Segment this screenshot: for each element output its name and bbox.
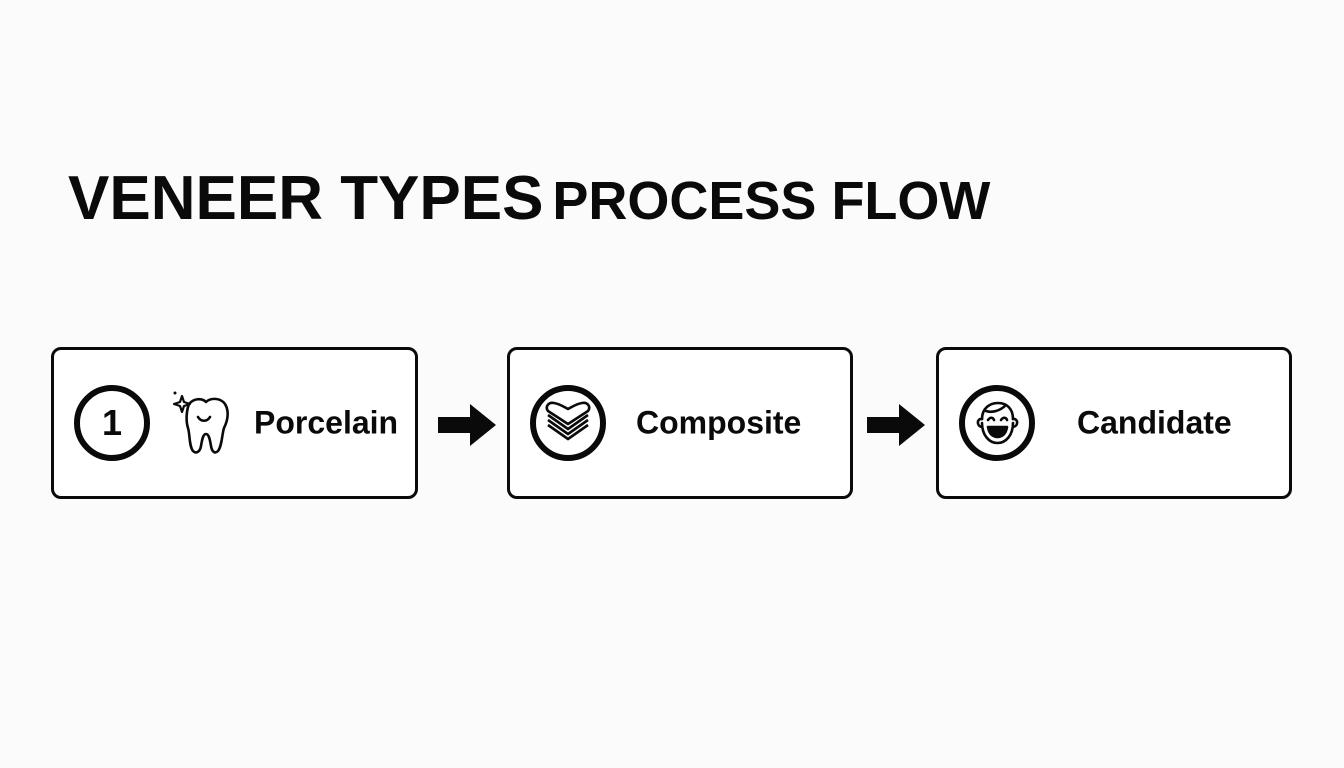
- title-part-2: PROCESS FLOW: [552, 171, 991, 231]
- layered-heart-icon: [545, 401, 591, 441]
- step-number-badge: 1: [74, 385, 150, 461]
- arrow-right-icon: [438, 404, 496, 446]
- step-box-porcelain: 1 Porcelain: [51, 347, 418, 499]
- step-label: Candidate: [1077, 404, 1232, 441]
- diagram-title: VENEER TYPES PROCESS FLOW: [68, 168, 990, 230]
- step-label: Porcelain: [254, 404, 399, 441]
- step-box-candidate: Candidate: [936, 347, 1292, 499]
- composite-icon-badge: [530, 385, 606, 461]
- title-part-1: VENEER TYPES: [68, 164, 544, 233]
- candidate-icon-badge: [959, 385, 1035, 461]
- step-box-composite: Composite: [507, 347, 853, 499]
- arrow-right-icon: [867, 404, 925, 446]
- smiling-face-icon: [976, 401, 1019, 445]
- step-number: 1: [101, 402, 123, 443]
- tooth-sparkle-icon: [172, 391, 229, 454]
- step-label: Composite: [636, 404, 802, 441]
